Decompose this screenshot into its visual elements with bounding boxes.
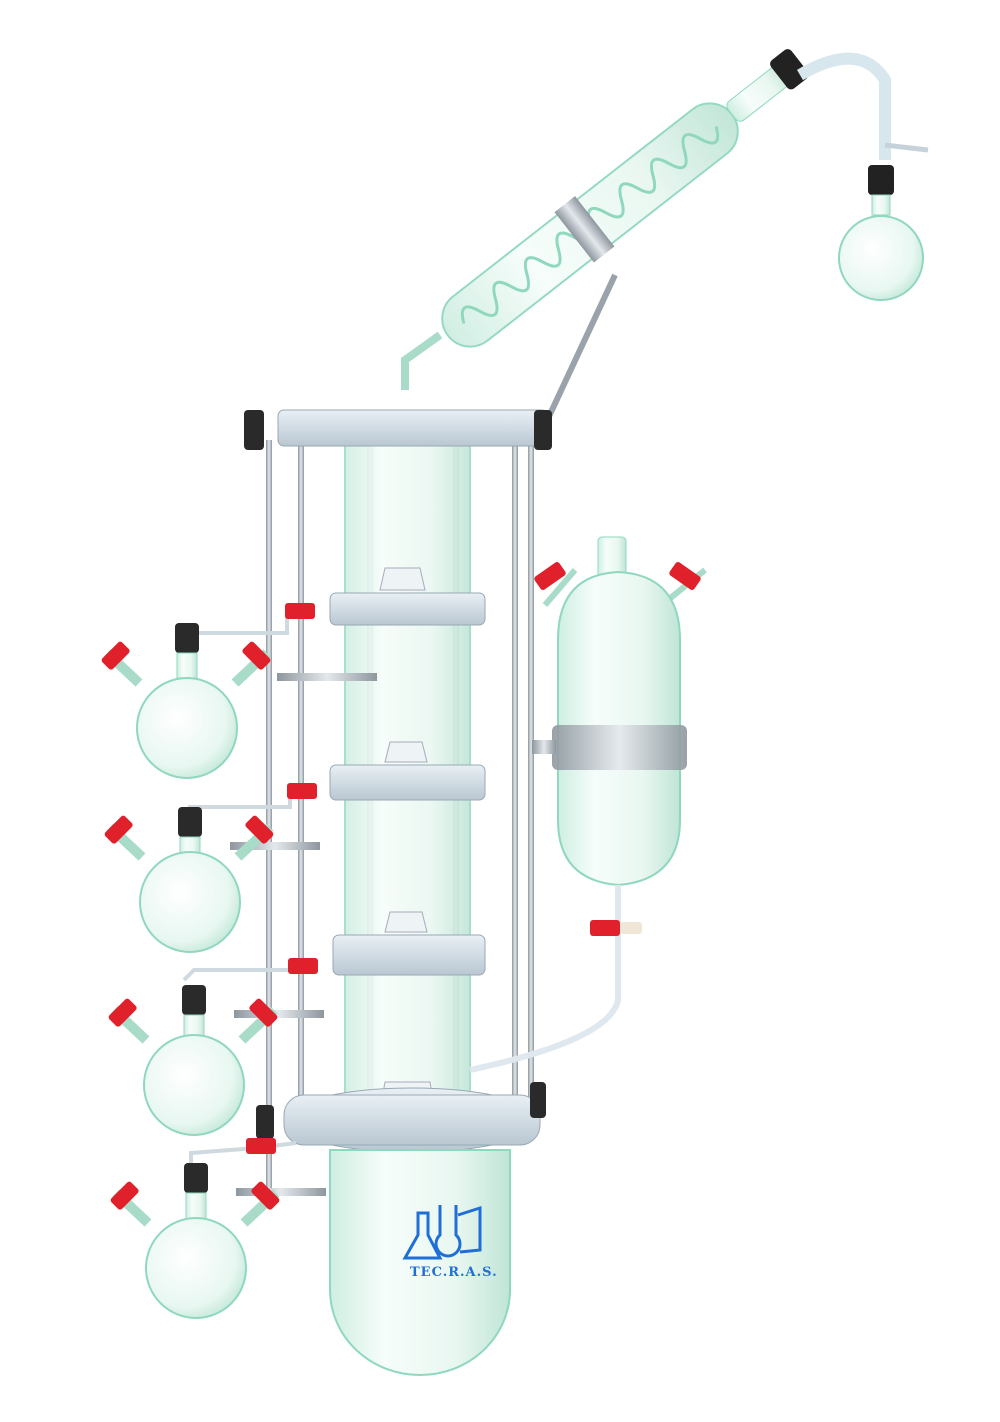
- column-valves: [246, 603, 318, 1154]
- stopcock-valve: [246, 1138, 276, 1154]
- stopcock-valve: [288, 958, 318, 974]
- column-stage: [332, 911, 486, 976]
- side-flask: [108, 963, 324, 1136]
- side-flask: [110, 1141, 326, 1319]
- condenser: [401, 49, 929, 427]
- stopcock-valve: [534, 562, 566, 590]
- stopcock-valve: [669, 562, 701, 590]
- logo: TEC.R.A.S.: [402, 1205, 498, 1280]
- stopcock-valve: [590, 920, 642, 936]
- side-flask: [101, 606, 377, 779]
- receiver-flask: [838, 165, 924, 301]
- column-stage: [329, 741, 486, 801]
- column-stage: [329, 567, 486, 626]
- side-flasks: [101, 606, 377, 1319]
- stopcock-valve: [285, 603, 315, 619]
- logo-text: TEC.R.A.S.: [410, 1265, 498, 1280]
- separatory-funnel: [469, 536, 707, 1073]
- side-flask: [104, 788, 320, 953]
- stopcock-valve: [287, 783, 317, 799]
- reaction-column: [244, 409, 552, 1376]
